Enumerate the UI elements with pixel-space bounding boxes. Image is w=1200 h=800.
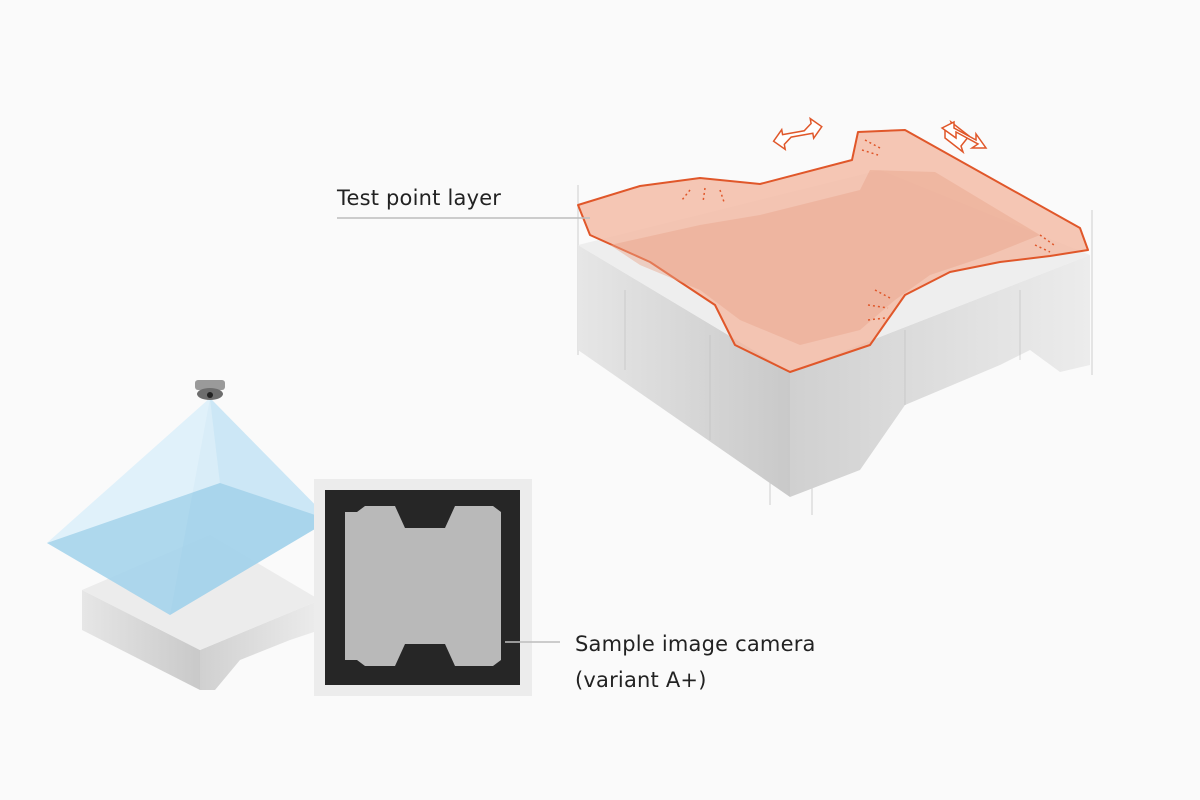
label-variant: (variant A+) — [575, 668, 707, 692]
double-arrow-icon — [940, 119, 988, 155]
stress-marks — [681, 139, 1055, 321]
double-arrow-icon — [772, 116, 823, 151]
label-test-point-layer: Test point layer — [337, 186, 502, 210]
camera-icon — [195, 380, 225, 400]
test-point-layer — [577, 129, 1089, 373]
label-sample-image-camera: Sample image camera — [575, 632, 816, 656]
camera-field-of-view — [47, 398, 330, 615]
sample-image — [314, 479, 532, 696]
